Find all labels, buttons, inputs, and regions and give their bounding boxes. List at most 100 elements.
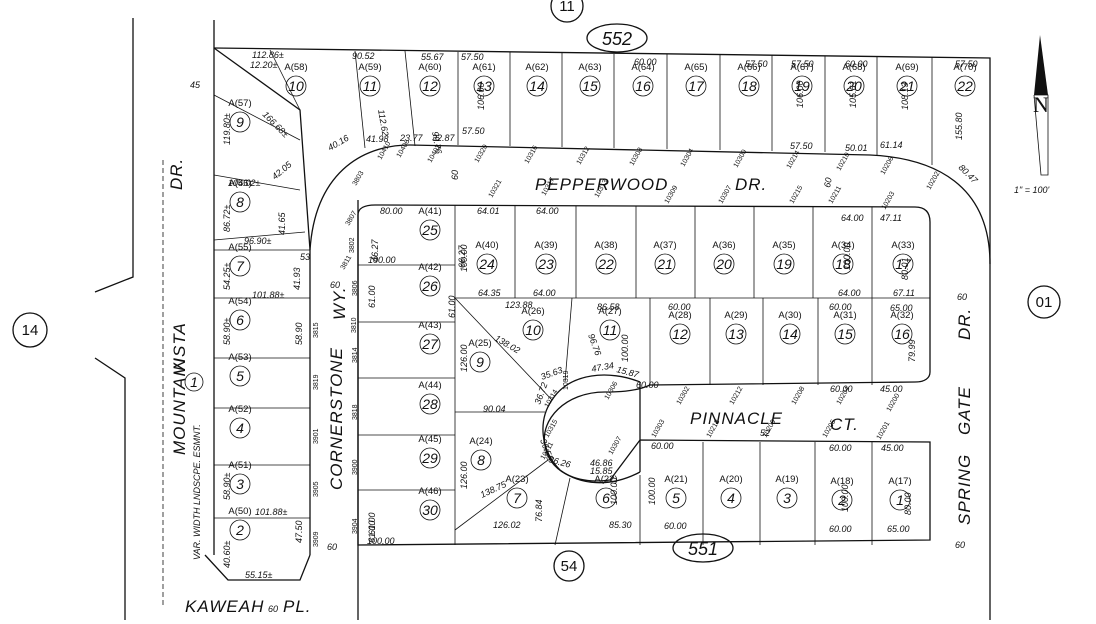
lot-inner-top-19: A(35) 19 (772, 240, 796, 275)
dim-west-15: 41.65 (277, 211, 287, 235)
dim-inner-25: 126.00 (459, 344, 469, 372)
dim-north-12: 106.00 (476, 82, 486, 110)
lot-apn: A(66) (737, 62, 760, 73)
lot-inner-left-27: A(43)27 (418, 320, 442, 355)
lot-number: 16 (635, 78, 651, 94)
lot-north-17: A(65)17 (684, 62, 708, 97)
dim-north-13: 106.00 (795, 80, 805, 108)
dim-north-8: 60.00 (845, 59, 868, 69)
lot-apn: A(63) (578, 62, 601, 73)
address-29: 3815 (313, 322, 320, 338)
dim-inner-43: 126.00 (459, 461, 469, 489)
address-35: 3909 (313, 531, 320, 547)
lot-inner-bottom-1: A(17)1 (888, 476, 912, 511)
lot-number: 16 (894, 326, 910, 342)
svg-text:01: 01 (1036, 294, 1053, 311)
dim-north-2: 90.52 (352, 51, 375, 61)
dim-inner-56: 100.00 (367, 536, 395, 546)
address-31: 3901 (313, 428, 320, 444)
dim-north-11: 99.76 (430, 131, 444, 155)
address-33: 3900 (352, 459, 359, 475)
lot-north-20: A(68)20 (842, 62, 866, 97)
dim-inner-11: 64.35 (478, 288, 502, 298)
lot-number: 18 (835, 256, 851, 272)
lot-circle (476, 253, 498, 275)
lot-number: 19 (776, 256, 792, 272)
street-kaweah-1: KAWEAH (185, 597, 264, 616)
dim-north-5: 60.00 (634, 57, 657, 67)
lot-circle (725, 323, 747, 345)
lot-apn: A(27) (598, 306, 621, 317)
lot-apn: A(64) (631, 62, 654, 73)
dim-west-16: 41.93 (292, 267, 302, 290)
svg-text:54: 54 (561, 558, 578, 575)
lot-circle (896, 75, 918, 97)
dim-west-10: 101.88± (255, 507, 288, 517)
lot-circle (285, 75, 307, 97)
lot-inner-bottom-2: A(18)2 (830, 476, 854, 511)
dim-west-12: 47.50 (294, 520, 304, 543)
address-14: 3807 (345, 210, 359, 227)
lot-circle (419, 333, 441, 355)
dim-inner-23: 60.00 (829, 302, 852, 312)
lot-inner-top-23: A(39)23 (534, 240, 558, 275)
lot-circle (229, 309, 251, 331)
dim-north-7: 57.50 (791, 59, 814, 69)
lot-apn: A(70) (953, 62, 976, 73)
lot-inner-bottom-4: A(20)4 (719, 474, 743, 509)
dim-north-25: 80.47 (957, 162, 981, 186)
dim-inner-17: 61.00 (447, 295, 457, 318)
lot-circle (419, 499, 441, 521)
dim-inner-37: 36.26 (547, 454, 571, 469)
lot-apn: A(26) (521, 306, 544, 317)
lot-number: 9 (476, 354, 484, 370)
lot-circle (229, 191, 251, 213)
dim-inner-49: 126.02 (493, 520, 521, 530)
lot-inner-mid-12: A(28)12 (668, 310, 692, 345)
lot-circle (831, 489, 853, 511)
lot-circle (419, 275, 441, 297)
dim-inner-14: 67.11 (893, 288, 915, 298)
lot-circle (595, 487, 617, 509)
lot-apn: A(45) (418, 434, 441, 445)
lot-apn: A(29) (724, 310, 747, 321)
lot-circle (738, 75, 760, 97)
lot-circle (470, 449, 492, 471)
dim-north-18: 41.98 (366, 134, 389, 144)
dim-west-9: 58.90± (222, 472, 232, 500)
lot-circle (892, 253, 914, 275)
lot-number: 25 (421, 222, 438, 238)
svg-text:60: 60 (957, 292, 967, 302)
dim-inner-8: 100.00 (459, 244, 469, 272)
lot-circle (419, 219, 441, 241)
street-pinnacle-2: CT. (830, 415, 859, 434)
dim-inner-41: 60.00 (829, 443, 852, 453)
dim-inner-48: 80.00 (903, 492, 913, 515)
svg-text:14: 14 (22, 322, 39, 339)
lot-circle (229, 519, 251, 541)
lot-apn: A(60) (418, 62, 441, 73)
dim-north-4: 57.50 (461, 52, 484, 62)
lot-number: 7 (236, 258, 245, 274)
lot-north-22: A(70)22 (953, 62, 977, 97)
lot-circle (834, 323, 856, 345)
address-13: 3803 (352, 170, 366, 187)
lot-circle (889, 489, 911, 511)
address-12: 10202 (926, 171, 942, 191)
dim-inner-13: 64.00 (838, 288, 861, 298)
lot-number: 20 (715, 256, 732, 272)
address-25: 3806 (352, 280, 359, 296)
lot-circle (891, 323, 913, 345)
lot-number: 10 (288, 78, 304, 94)
block-number-552: 552 (586, 23, 648, 53)
lot-apn: A(52) (228, 404, 251, 415)
dim-north-20: 32.87 (432, 133, 456, 143)
lot-number: 2 (837, 492, 846, 508)
lot-apn: A(22) (594, 474, 617, 485)
lot-apn: A(35) (772, 240, 795, 251)
dim-inner-22: 60.00 (668, 302, 691, 312)
address-24: 3802 (349, 237, 356, 253)
lot-inner-mid-15: A(31)15 (833, 310, 857, 345)
lot-apn: A(42) (418, 262, 441, 273)
lot-apn: A(30) (778, 310, 801, 321)
